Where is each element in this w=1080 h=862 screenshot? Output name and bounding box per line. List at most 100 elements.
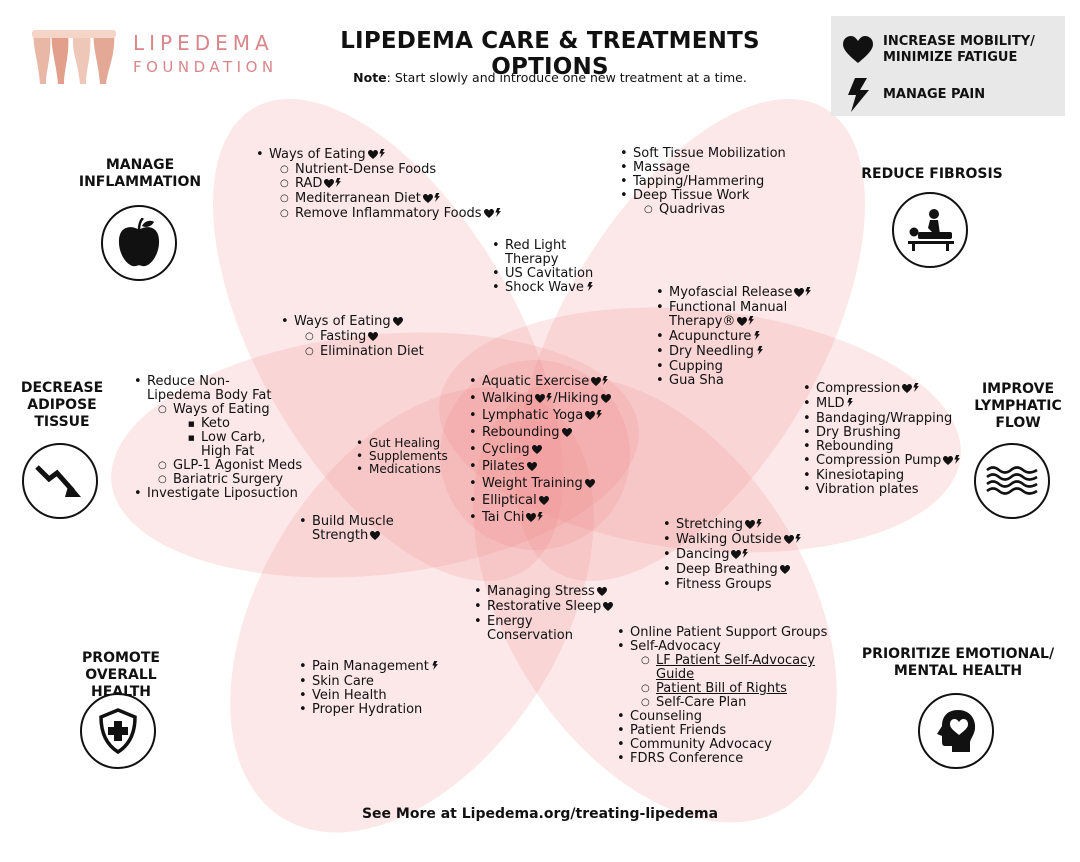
- list-center: Aquatic Exercise Walking/Hiking Lymphati…: [466, 374, 611, 527]
- list-item: Fitness Groups: [663, 578, 802, 593]
- list-item: Ways of Eating Fasting Elimination Diet: [281, 315, 424, 360]
- list-item: Restorative Sleep: [474, 600, 614, 615]
- lightning-icon: [846, 397, 854, 412]
- list-item[interactable]: Patient Bill of Rights: [641, 681, 827, 697]
- list-item: Pain Management: [299, 660, 439, 675]
- list-item: Vein Health: [299, 689, 439, 704]
- heart-lightning-icon: [483, 207, 502, 222]
- list-item: Remove Inflammatory Foods: [280, 207, 502, 222]
- list-promote-overall-health: Pain Management Skin Care Vein Health Pr…: [296, 660, 439, 717]
- list-item: Acupuncture: [656, 330, 812, 345]
- list-item: MLD: [803, 397, 961, 412]
- list-item: Elimination Diet: [305, 345, 424, 360]
- list-prioritize-emotional: Online Patient Support Groups Self-Advoc…: [614, 626, 827, 767]
- category-line: MENTAL HEALTH: [893, 663, 1023, 679]
- category-improve-lymphatic: IMPROVE LYMPHATIC FLOW: [966, 381, 1070, 432]
- category-line: REDUCE FIBROSIS: [861, 166, 1003, 182]
- brand-name: LIPEDEMA: [133, 31, 274, 55]
- heart-icon: [538, 494, 549, 510]
- page-title: LIPEDEMA CARE & TREATMENTS OPTIONS: [340, 28, 760, 80]
- list-upper-left: Ways of Eating Fasting Elimination Diet: [278, 315, 424, 360]
- category-line: MANAGE: [105, 157, 175, 173]
- heart-icon: [531, 443, 542, 459]
- note: Note: Start slowly and introduce one new…: [300, 70, 800, 85]
- heart-lightning-icon: [745, 518, 763, 533]
- list-item: Fasting: [305, 330, 424, 345]
- list-item: FDRS Conference: [617, 752, 827, 767]
- list-item: Walking/Hiking: [469, 391, 611, 408]
- heart-lightning-icon: [943, 454, 961, 469]
- list-item: Tapping/Hammering: [620, 175, 786, 190]
- list-item: Elliptical: [469, 493, 611, 510]
- heart-icon: [600, 392, 611, 408]
- heart-lightning-icon: [526, 511, 544, 527]
- logo: LIPEDEMA FOUNDATION: [30, 28, 290, 88]
- list-item: Bariatric Surgery: [158, 473, 302, 488]
- list-item: Stretching: [663, 518, 802, 533]
- category-line: DECREASE: [20, 380, 104, 396]
- list-lower-right: Stretching Walking Outside Dancing Deep …: [660, 518, 802, 592]
- list-item: Dancing: [663, 548, 802, 563]
- legend-pain-label: MANAGE PAIN: [883, 87, 986, 102]
- heart-icon: [368, 331, 379, 345]
- list-item: Massage: [620, 161, 786, 176]
- heart-lightning-icon: [794, 286, 812, 301]
- list-item: Nutrient-Dense Foods: [280, 163, 502, 178]
- list-item: Rebounding: [469, 425, 611, 442]
- list-item: Compression: [803, 382, 961, 397]
- heart-lightning-icon: [324, 177, 342, 192]
- lightning-icon: [848, 78, 869, 112]
- heart-icon: [843, 36, 873, 63]
- legend-row-mobility: INCREASE MOBILITY/MINIMIZE FATIGUE: [843, 34, 1035, 66]
- list-item: Low Carb,High Fat: [188, 431, 302, 459]
- list-item: Rebounding: [803, 440, 961, 455]
- legend-row-pain: MANAGE PAIN: [843, 78, 985, 112]
- list-item: Medications: [356, 463, 448, 477]
- list-item: Weight Training: [469, 476, 611, 493]
- list-item: Tai Chi: [469, 510, 611, 527]
- head-heart-icon: [918, 693, 994, 769]
- heart-lightning-icon: [585, 409, 603, 425]
- category-line: IMPROVE: [981, 381, 1055, 397]
- category-decrease-adipose: DECREASE ADIPOSE TISSUE: [16, 380, 108, 431]
- list-item: Online Patient Support Groups: [617, 626, 827, 641]
- list-item: Ways of Eating Keto Low Carb,High Fat: [158, 403, 302, 459]
- shield-cross-icon: [80, 693, 156, 769]
- list-item: Aquatic Exercise: [469, 374, 611, 391]
- apple-icon: [101, 205, 177, 281]
- list-item: Dry Brushing: [803, 426, 961, 441]
- heart-lightning-icon: [535, 392, 553, 408]
- legs-logo-icon: [32, 30, 116, 84]
- legend-mobility-line1: INCREASE MOBILITY/: [883, 34, 1035, 49]
- category-manage-inflammation: MANAGE INFLAMMATION: [62, 157, 218, 191]
- list-item: Shock Wave: [492, 281, 594, 296]
- heart-lightning-icon: [902, 382, 920, 397]
- category-prioritize-emotional: PRIORITIZE EMOTIONAL/ MENTAL HEALTH: [858, 646, 1058, 680]
- category-line: INFLAMMATION: [78, 174, 202, 190]
- list-item: Myofascial Release: [656, 286, 812, 301]
- category-reduce-fibrosis: REDUCE FIBROSIS: [852, 166, 1012, 183]
- list-item: Walking Outside: [663, 533, 802, 548]
- list-manage-inflammation: Ways of Eating Nutrient-Dense Foods RAD …: [253, 148, 502, 222]
- category-line: LYMPHATIC: [974, 398, 1062, 414]
- heart-icon: [370, 530, 381, 544]
- list-item: Dry Needling: [656, 345, 812, 360]
- list-item: Kinesiotaping: [803, 469, 961, 484]
- heart-lightning-icon: [783, 533, 802, 548]
- patient-bill-of-rights-link[interactable]: Patient Bill of Rights: [656, 681, 787, 696]
- list-item: GLP-1 Agonist Meds: [158, 459, 302, 474]
- list-item: Lymphatic Yoga: [469, 408, 611, 425]
- list-item: Keto: [188, 417, 302, 432]
- footer-link[interactable]: See More at Lipedema.org/treating-lipede…: [361, 806, 719, 822]
- heart-icon: [392, 316, 403, 330]
- lightning-icon: [586, 281, 594, 296]
- heart-icon: [561, 426, 572, 442]
- legend: INCREASE MOBILITY/MINIMIZE FATIGUE MANAG…: [831, 16, 1065, 116]
- list-item: Patient Friends: [617, 724, 827, 739]
